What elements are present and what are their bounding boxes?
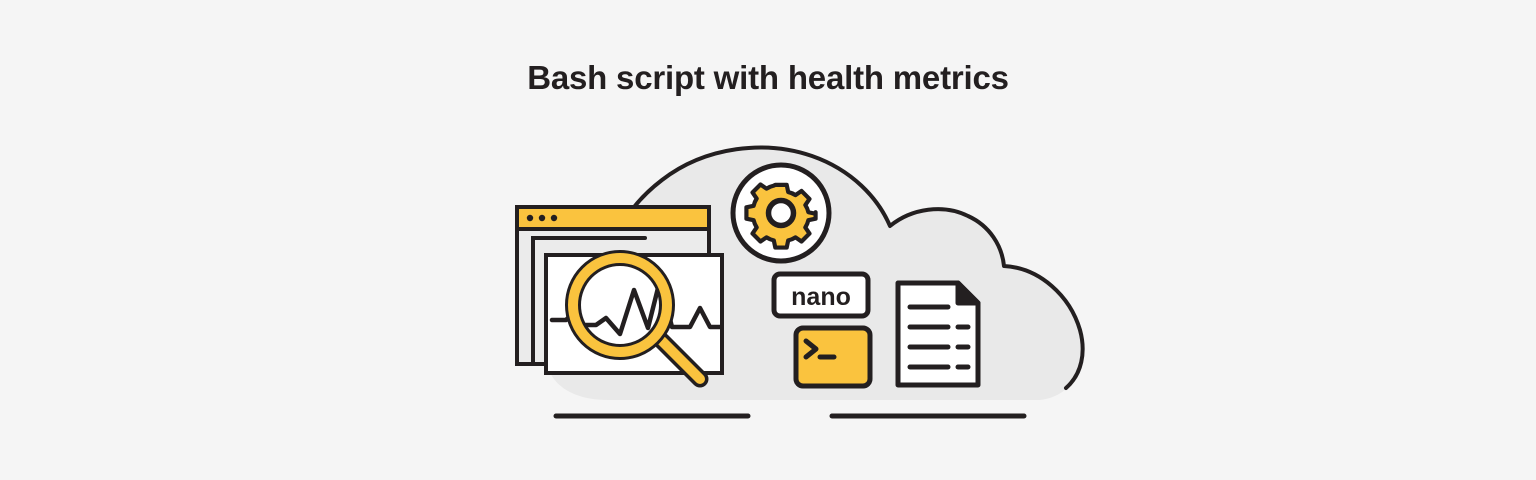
- gear-icon[interactable]: [730, 162, 832, 264]
- document-text-lines: [907, 304, 951, 370]
- terminal-badge[interactable]: [793, 325, 873, 389]
- window-control-dots: [526, 214, 558, 222]
- document-dash-marks: [955, 324, 971, 370]
- script-document-icon[interactable]: [895, 280, 981, 388]
- gear-cog: [744, 182, 818, 250]
- browser-titlebar: [515, 205, 711, 231]
- browser-window-stack[interactable]: [515, 205, 724, 388]
- nano-editor-badge[interactable]: nano: [771, 271, 871, 319]
- terminal-prompt-icon: [803, 338, 837, 360]
- magnifying-glass[interactable]: [565, 250, 709, 388]
- nano-label: nano: [791, 283, 851, 311]
- page-title: Bash script with health metrics: [527, 59, 1009, 96]
